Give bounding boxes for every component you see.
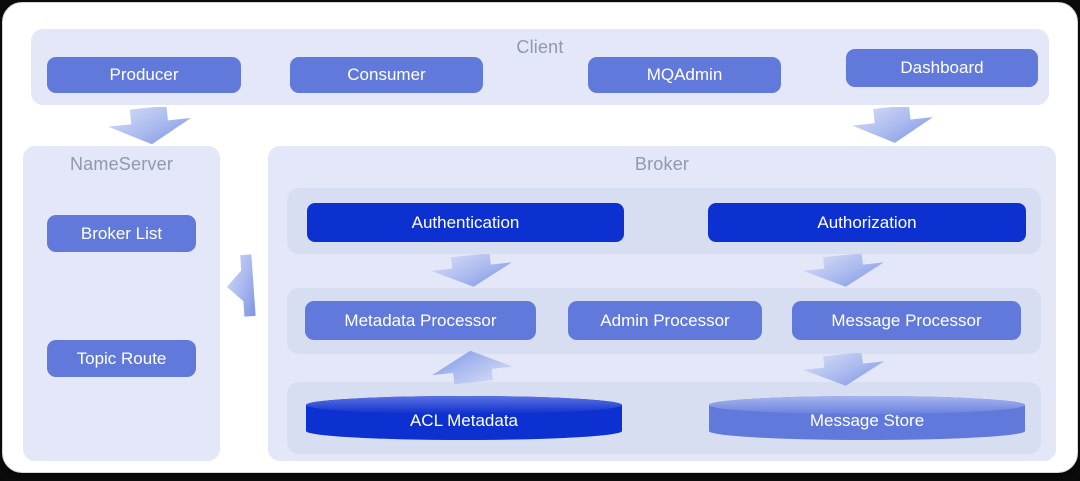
client-panel-title: Client — [516, 37, 564, 57]
node-consumer: Consumer — [290, 57, 483, 93]
node-authentication: Authentication — [307, 203, 624, 242]
node-acl-metadata: ACL Metadata — [305, 395, 623, 441]
arrow-authentication-down-icon — [428, 254, 516, 288]
diagram-card: Client Producer Consumer MQAdmin Dashboa… — [2, 2, 1078, 473]
broker-storage-band: ACL Metadata Message Store — [287, 382, 1041, 454]
client-panel: Client Producer Consumer MQAdmin Dashboa… — [31, 29, 1049, 105]
arrow-authorization-down-icon — [800, 254, 888, 288]
broker-panel-title: Broker — [634, 154, 690, 174]
node-authorization: Authorization — [708, 203, 1026, 242]
node-message-store: Message Store — [708, 395, 1026, 441]
nameserver-panel: NameServer Broker List Topic Route — [23, 146, 220, 461]
node-admin-processor: Admin Processor — [568, 301, 762, 340]
arrow-acl-metadata-up-icon — [428, 348, 516, 385]
node-dashboard: Dashboard — [846, 49, 1038, 87]
node-broker-list: Broker List — [47, 215, 196, 252]
broker-auth-band: Authentication Authorization — [287, 188, 1041, 254]
broker-panel: Broker Authentication Authorization Meta… — [268, 146, 1056, 461]
node-metadata-processor: Metadata Processor — [305, 301, 536, 340]
node-message-processor: Message Processor — [792, 301, 1021, 340]
nameserver-panel-title: NameServer — [69, 154, 174, 174]
node-producer: Producer — [47, 57, 241, 93]
node-mqadmin: MQAdmin — [588, 57, 781, 93]
arrow-client-to-broker-icon — [847, 107, 939, 143]
cylinder-icon — [306, 396, 622, 440]
arrow-message-processor-down-icon — [800, 353, 888, 387]
node-topic-route: Topic Route — [47, 340, 196, 377]
cylinder-icon — [709, 396, 1025, 440]
broker-processor-band: Metadata Processor Admin Processor Messa… — [287, 288, 1041, 354]
arrow-client-to-nameserver-icon — [104, 107, 196, 145]
arrow-broker-to-nameserver-icon — [219, 251, 260, 321]
